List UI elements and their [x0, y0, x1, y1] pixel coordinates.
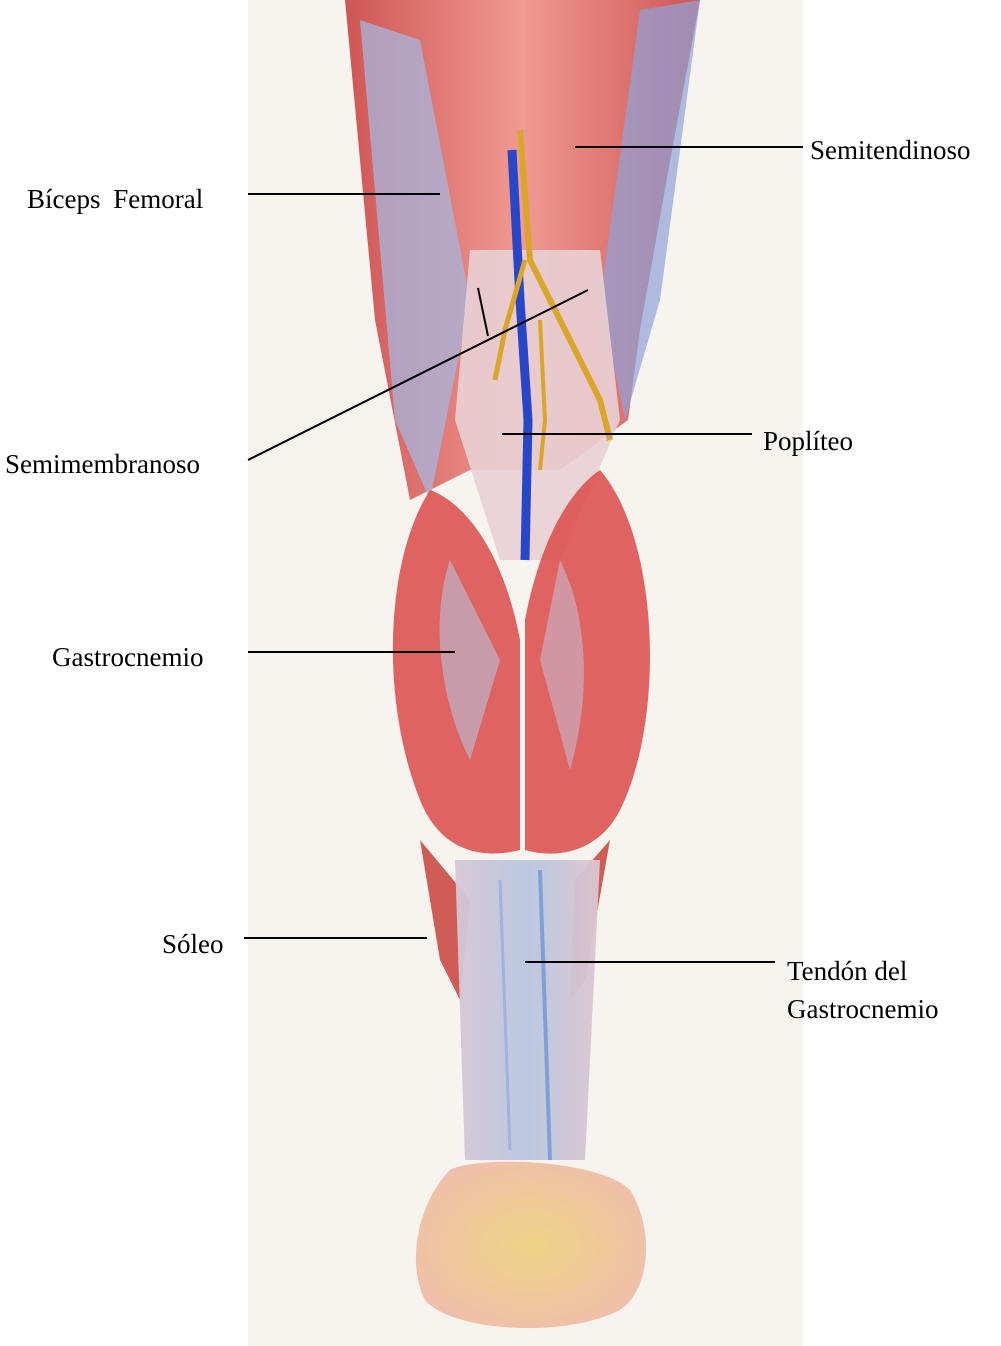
label-tendon-line1: Tendón del	[787, 952, 987, 990]
label-soleo: Sóleo	[162, 928, 224, 960]
label-semimembranoso: Semimembranoso	[5, 448, 200, 480]
label-gastrocnemio: Gastrocnemio	[52, 641, 203, 673]
label-semitendinoso: Semitendinoso	[810, 134, 971, 166]
label-biceps-femoral: Bíceps Femoral	[27, 183, 203, 215]
achilles-tendon	[455, 860, 600, 1160]
label-popliteo: Poplíteo	[763, 425, 853, 457]
label-tendon-line2: Gastrocnemio	[787, 990, 987, 1028]
label-tendon-gastrocnemio: Tendón del Gastrocnemio	[787, 952, 987, 1028]
heel	[416, 1162, 646, 1328]
